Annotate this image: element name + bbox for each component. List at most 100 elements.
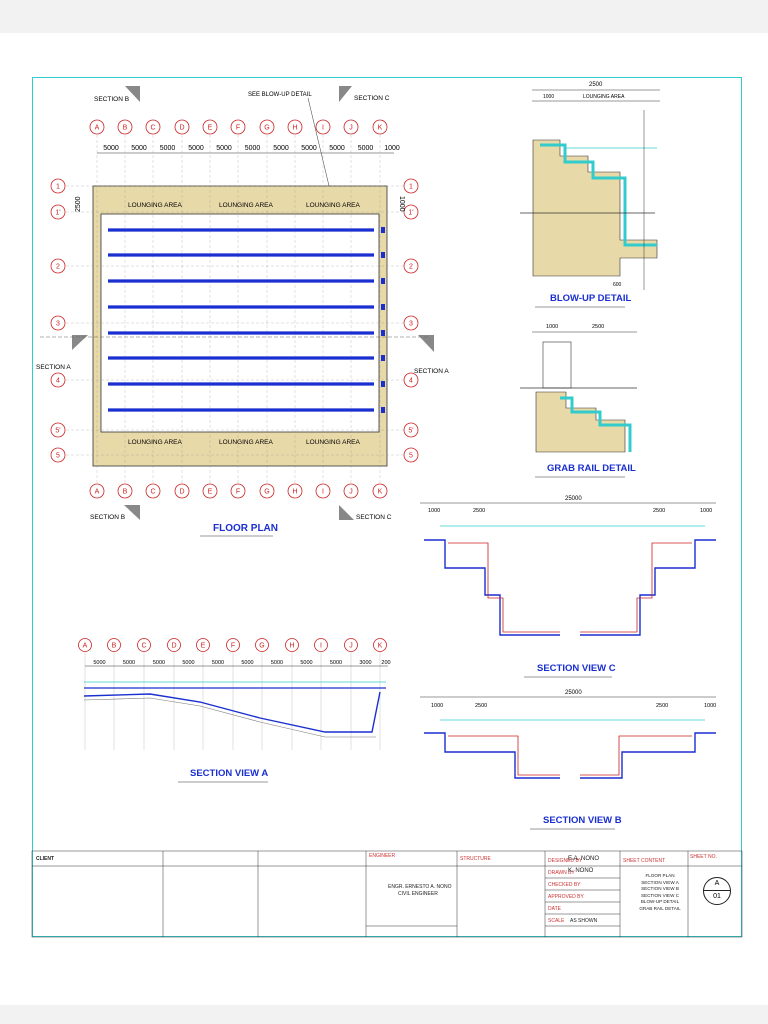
section-a-head-K-bubble (373, 638, 387, 652)
column-head-I: I (322, 125, 324, 132)
section-b-mark-top: SECTION B (94, 96, 129, 103)
content-item: SECTION VIEW C (640, 892, 680, 898)
column-head-H: H (292, 125, 297, 132)
section-a-head-B-bubble (107, 638, 121, 652)
column-head-D: D (179, 125, 184, 132)
blowup-bottom-dim: 600 (613, 282, 622, 288)
designed-label: DESIGNED BY (548, 858, 583, 864)
lounging-area-top-1: LOUNGING AREA (128, 202, 182, 209)
column-head-F-bubble (230, 119, 246, 135)
lane-block (381, 304, 385, 310)
column-head-G-bubble (259, 483, 275, 499)
row-head-1: 1 (56, 184, 60, 191)
lane-block (381, 381, 385, 387)
scale-label: SCALE (548, 918, 565, 924)
row-head-1'-bubble (403, 204, 419, 220)
section-a-head-I: I (320, 643, 322, 650)
approved-label: APPROVED BY (548, 894, 584, 900)
column-head-D-bubble (174, 483, 190, 499)
section-a-head-J: J (349, 643, 353, 650)
sectionb-dim-4: 1000 (704, 703, 716, 709)
structure-label: STRUCTURE (460, 856, 491, 862)
section-a-head-C-bubble (137, 638, 151, 652)
blowup-title: BLOW-UP DETAIL (550, 293, 631, 304)
row-head-5-bubble (50, 447, 66, 463)
section-a-head-F-bubble (226, 638, 240, 652)
column-head-C-bubble (145, 119, 161, 135)
section-a-dim: 5000 (212, 660, 224, 666)
sectionc-dim-4: 1000 (700, 508, 712, 514)
sectionc-lining-left (448, 542, 560, 633)
lane-block (381, 330, 385, 336)
row-head-1-bubble (403, 178, 419, 194)
drawing-frame (32, 77, 742, 937)
sheet-content-label: SHEET CONTENT (623, 858, 666, 864)
row-head-5-bubble (403, 447, 419, 463)
lounging-area-bot-1: LOUNGING AREA (128, 439, 182, 446)
sectionc-dim-1: 1000 (428, 508, 440, 514)
see-blowup-label: SEE BLOW-UP DETAIL (248, 92, 312, 98)
blow-up-detail: 2500 1000 LOUNGING AREA 600 BLOW-UP DETA… (520, 82, 660, 308)
column-dim: 5000 (273, 145, 289, 152)
sectionc-profile-right (580, 539, 716, 636)
section-a-dim: 5000 (182, 660, 194, 666)
sectionb-profile-right (580, 732, 716, 779)
column-head-K: K (378, 125, 383, 132)
section-a-mark-left: SECTION A (36, 364, 71, 371)
content-item: SECTION VIEW B (641, 886, 679, 891)
section-a-head-A-bubble (78, 638, 92, 652)
lounging-area-top-2: LOUNGING AREA (219, 202, 273, 209)
lane-block (381, 407, 385, 413)
checked-label: CHECKED BY (548, 882, 581, 888)
section-a-head-H-bubble (285, 638, 299, 652)
section-a-arrow-left (72, 335, 88, 350)
column-head-J: J (349, 125, 353, 132)
section-a-dim: 5000 (153, 660, 165, 666)
column-head-H-bubble (287, 483, 303, 499)
column-head-F-bubble (230, 483, 246, 499)
engineer-name: ENGR. ERNESTO A. NONO (388, 884, 452, 890)
column-head-G: G (264, 125, 269, 132)
row-head-5': 5' (408, 428, 413, 435)
row-head-4: 4 (56, 378, 60, 385)
sectionb-dim-3: 2500 (656, 703, 668, 709)
engineer-title: CIVIL ENGINEER (398, 891, 438, 897)
column-head-I-bubble (315, 483, 331, 499)
column-dim: 5000 (358, 145, 374, 152)
blowup-sub-dim-2: LOUNGING AREA (583, 94, 625, 100)
section-a-mark-right: SECTION A (414, 368, 449, 375)
column-head-K: K (378, 489, 383, 496)
sheet-contents: FLOOR PLAN SECTION VIEW A SECTION VIEW B… (632, 873, 688, 912)
date-label: DATE (548, 906, 561, 912)
section-a-base (83, 697, 376, 738)
grabrail-lining (560, 396, 632, 452)
section-a-head-H: H (289, 643, 294, 650)
section-a-dim: 5000 (330, 660, 342, 666)
column-head-B-bubble (117, 119, 133, 135)
column-dim: 5000 (131, 145, 147, 152)
section-a-floor (83, 691, 381, 733)
lounging-area-bot-3: LOUNGING AREA (306, 439, 360, 446)
column-head-J-bubble (343, 119, 359, 135)
section-a-dim: 5000 (271, 660, 283, 666)
sectionb-lining-right (580, 735, 692, 776)
section-a-head-E: E (201, 643, 206, 650)
column-head-B-bubble (117, 483, 133, 499)
row-head-5'-bubble (50, 422, 66, 438)
section-a-head-B: B (112, 643, 117, 650)
column-head-I-bubble (315, 119, 331, 135)
column-head-D-bubble (174, 119, 190, 135)
title-block-grid (31, 850, 743, 938)
scale-value: AS SHOWN (570, 918, 598, 924)
row-head-3: 3 (56, 321, 60, 328)
column-head-B: B (123, 125, 128, 132)
lane-block (381, 252, 385, 258)
sheet-no-label: SHEET NO. (690, 854, 717, 860)
column-head-A-bubble (89, 119, 105, 135)
row-head-5'-bubble (403, 422, 419, 438)
